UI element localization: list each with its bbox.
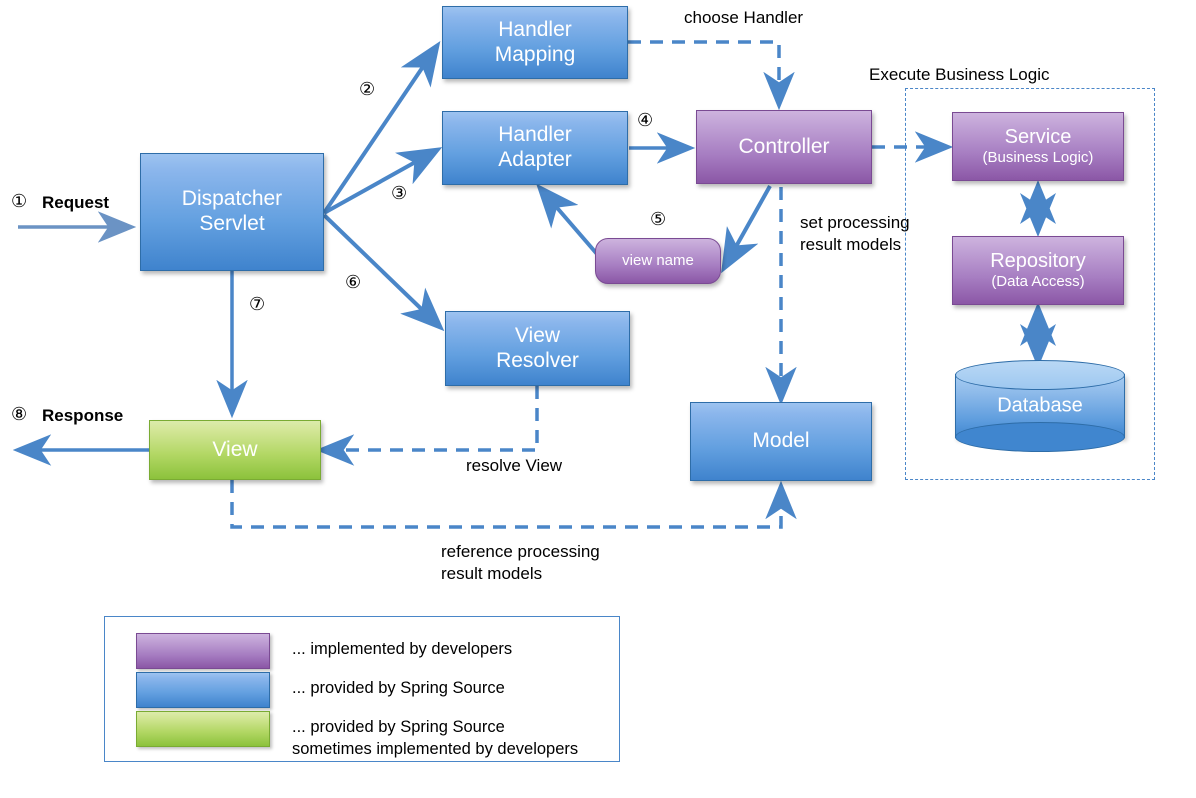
legend-text-spring-source: ... provided by Spring Source [292,679,505,697]
handler-mapping-label-line1: Handler [498,17,572,41]
legend-swatch-blue [136,672,270,708]
view-name-label: view name [622,252,694,270]
label-choose-handler: choose Handler [684,8,804,27]
model-label: Model [752,429,810,453]
legend-swatch-green [136,711,270,747]
arrow-dispatcher-to-handler-mapping [322,41,441,215]
node-controller[interactable]: Controller [696,110,872,184]
legend-row-developers: ... implemented by developers [136,633,512,669]
handler-adapter-label-line2: Adapter [498,148,572,171]
step-number-1: ① [11,191,28,211]
step-number-3: ③ [391,183,408,203]
repository-sublabel: (Data Access) [991,273,1085,291]
node-handler-mapping[interactable]: Handler Mapping [442,6,628,79]
view-label: View [212,437,258,461]
node-model[interactable]: Model [690,402,872,481]
arrow-view-to-model [230,480,797,529]
arrow-choose-handler [628,40,795,111]
legend-text-developers: ... implemented by developers [292,640,513,658]
label-set-processing-result-models: set processing result models [800,213,910,254]
handler-adapter-label-line1: Handler [498,123,572,147]
controller-label: Controller [738,134,830,158]
node-handler-adapter[interactable]: Handler Adapter [442,111,628,185]
dispatcher-servlet-label-line2: Servlet [199,212,265,235]
view-resolver-label-line1: View [514,323,561,347]
view-resolver-label-line2: Resolver [496,348,579,372]
node-dispatcher-servlet[interactable]: Dispatcher Servlet [140,153,324,271]
repository-label: Repository [990,249,1086,272]
arrow-view-name-to-handler-adapter [536,183,599,256]
database-label: Database [997,394,1083,417]
dispatcher-servlet-label-line1: Dispatcher [181,187,283,211]
step-number-5: ⑤ [650,209,667,229]
node-service[interactable]: Service (Business Logic) [952,112,1124,181]
node-view-resolver[interactable]: View Resolver [445,311,630,386]
legend-box: ... implemented by developers ... provid… [104,616,620,762]
service-sublabel: (Business Logic) [982,149,1094,167]
label-execute-business-logic: Execute Business Logic [869,65,1050,84]
step-number-7: ⑦ [249,294,266,314]
label-response: Response [42,406,124,425]
legend-row-spring-source-sometimes: ... provided by Spring Source sometimes … [136,711,578,761]
label-resolve-view: resolve View [466,456,563,475]
service-label: Service [1004,125,1072,148]
node-repository[interactable]: Repository (Data Access) [952,236,1124,305]
step-number-8: ⑧ [11,404,28,424]
arrow-controller-to-view-name [721,185,772,274]
legend-text-spring-source-sometimes: ... provided by Spring Source sometimes … [292,718,579,759]
label-reference-processing-result-models: reference processing result models [441,542,600,583]
node-view-name[interactable]: view name [595,238,721,284]
legend-swatch-purple [136,633,270,669]
node-view[interactable]: View [149,420,321,480]
business-logic-group-boundary [905,88,1155,480]
step-number-2: ② [359,79,376,99]
step-number-4: ④ [637,110,654,130]
handler-mapping-label-line2: Mapping [494,42,576,66]
label-request: Request [42,193,110,212]
node-database[interactable]: Database [955,360,1125,452]
database-cylinder-top [955,360,1125,390]
step-number-6: ⑥ [345,272,362,292]
legend-row-spring-source: ... provided by Spring Source [136,672,505,708]
arrow-dispatcher-to-handler-adapter [323,147,443,215]
arrow-view-resolver-to-view [315,386,539,466]
arrow-dispatcher-to-view-resolver [322,213,445,332]
database-cylinder-bottom [955,422,1125,452]
